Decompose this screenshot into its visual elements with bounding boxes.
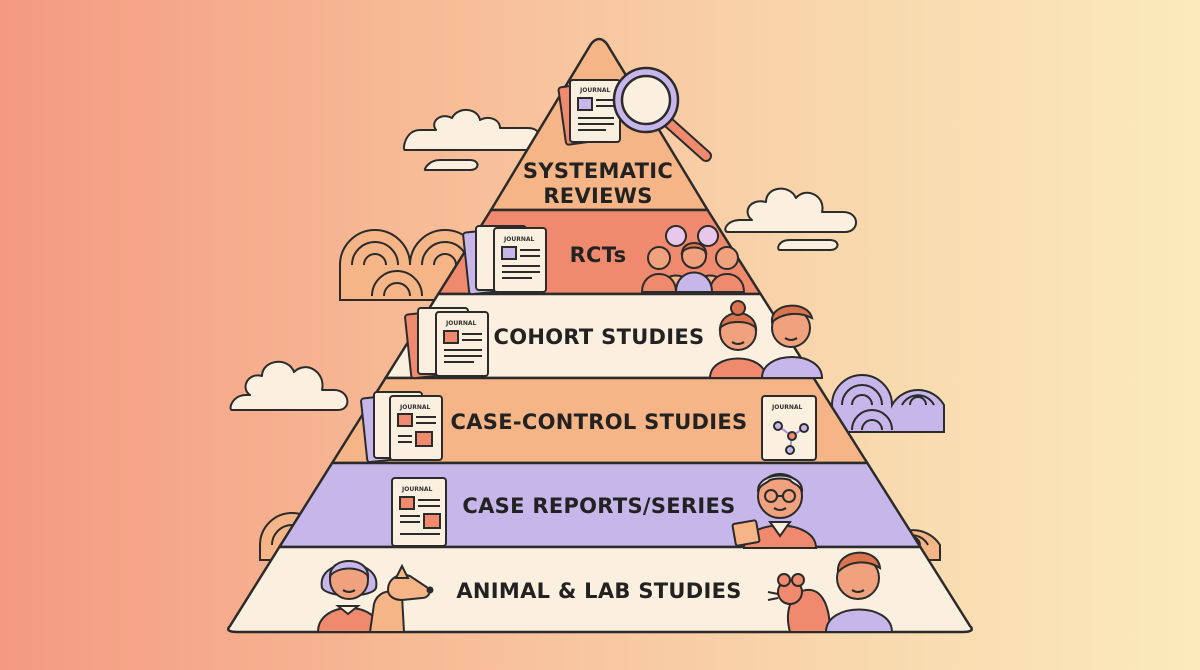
- journal-label: JOURNAL: [771, 404, 802, 411]
- people-group-icon: [640, 225, 746, 293]
- tier-label-case-control-studies: CASE-CONTROL STUDIES: [451, 410, 748, 434]
- journal-label: JOURNAL: [399, 404, 430, 411]
- molecule-journal-icon: JOURNAL: [761, 395, 817, 461]
- mouse-icon: [767, 573, 832, 633]
- journal-label: JOURNAL: [445, 320, 476, 327]
- journal-icon: JOURNAL: [462, 225, 547, 296]
- tier-label-systematic-reviews-line2: REVIEWS: [543, 184, 652, 208]
- journal-icon: JOURNAL: [360, 391, 443, 464]
- wave-pattern-icon: [831, 374, 945, 433]
- tier-animal-lab-studies: [227, 545, 973, 634]
- journal-icon: JOURNAL: [391, 477, 447, 547]
- journal-icon: JOURNAL: [557, 79, 621, 146]
- man-icon: [760, 304, 824, 379]
- journal-label: JOURNAL: [401, 486, 432, 493]
- cloud-icon: [229, 361, 349, 411]
- elderly-man-icon: [731, 473, 818, 549]
- journal-label: JOURNAL: [503, 236, 534, 243]
- tier-label-rcts: RCTs: [570, 243, 627, 267]
- journal-icon: JOURNAL: [404, 307, 489, 380]
- tier-label-animal-lab-studies: ANIMAL & LAB STUDIES: [456, 579, 741, 603]
- cloud-icon: [724, 187, 857, 251]
- dog-icon: [368, 563, 434, 633]
- tier-label-case-reports-series: CASE REPORTS/SERIES: [462, 494, 735, 518]
- tier-label-systematic-reviews-line1: SYSTEMATIC: [523, 159, 673, 183]
- cloud-icon: [402, 109, 542, 171]
- boy-icon: [824, 551, 894, 633]
- journal-label: JOURNAL: [579, 87, 610, 94]
- magnifying-glass-icon: [612, 66, 712, 162]
- tier-label-cohort-studies: COHORT STUDIES: [494, 325, 705, 349]
- woman-icon: [708, 300, 768, 379]
